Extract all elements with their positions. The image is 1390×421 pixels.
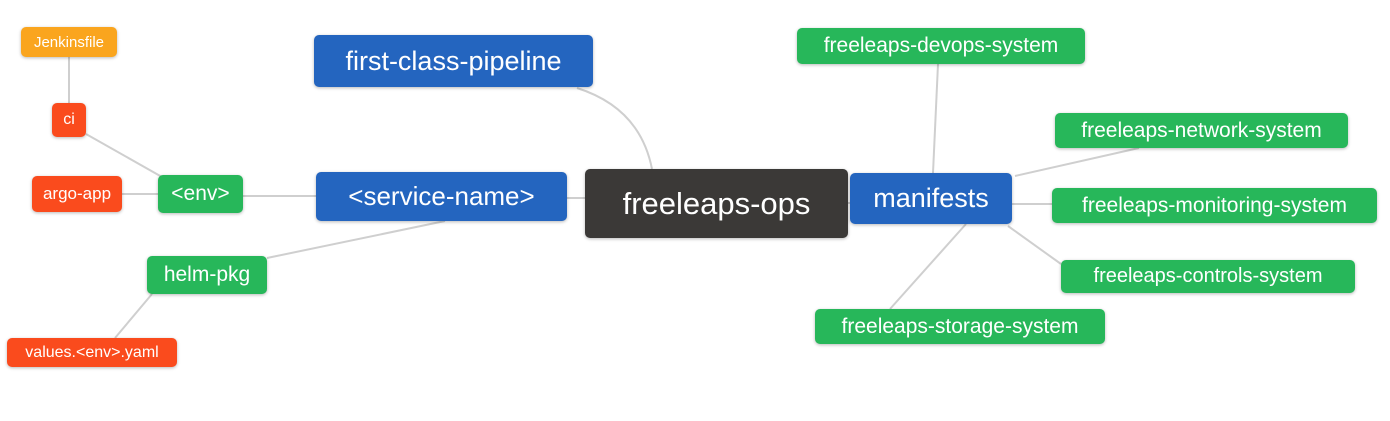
edge-manifests-devops bbox=[932, 63, 939, 174]
node-jenkinsfile[interactable]: Jenkinsfile bbox=[21, 27, 117, 57]
node-network-system[interactable]: freeleaps-network-system bbox=[1055, 113, 1348, 148]
edge-manifests-network bbox=[1014, 147, 1140, 177]
node-service-name[interactable]: <service-name> bbox=[316, 172, 567, 221]
node-manifests[interactable]: manifests bbox=[850, 173, 1012, 224]
node-argo-app[interactable]: argo-app bbox=[32, 176, 122, 212]
node-ci[interactable]: ci bbox=[52, 103, 86, 137]
edge-helm-pkg-service-name bbox=[266, 220, 446, 259]
edge-ci-env bbox=[85, 133, 163, 178]
edge-pipeline-freeleaps-ops bbox=[576, 87, 653, 170]
node-values-env-yaml[interactable]: values.<env>.yaml bbox=[7, 338, 177, 367]
edge-helm-pkg-values bbox=[114, 293, 153, 339]
node-controls-system[interactable]: freeleaps-controls-system bbox=[1061, 260, 1355, 293]
node-helm-pkg[interactable]: helm-pkg bbox=[147, 256, 267, 294]
node-first-class-pipeline[interactable]: first-class-pipeline bbox=[314, 35, 593, 87]
node-storage-system[interactable]: freeleaps-storage-system bbox=[815, 309, 1105, 344]
node-freeleaps-ops[interactable]: freeleaps-ops bbox=[585, 169, 848, 238]
edge-manifests-controls bbox=[1007, 225, 1062, 265]
node-devops-system[interactable]: freeleaps-devops-system bbox=[797, 28, 1085, 64]
node-env[interactable]: <env> bbox=[158, 175, 243, 213]
edge-manifests-storage bbox=[889, 223, 967, 310]
node-monitoring-system[interactable]: freeleaps-monitoring-system bbox=[1052, 188, 1377, 223]
